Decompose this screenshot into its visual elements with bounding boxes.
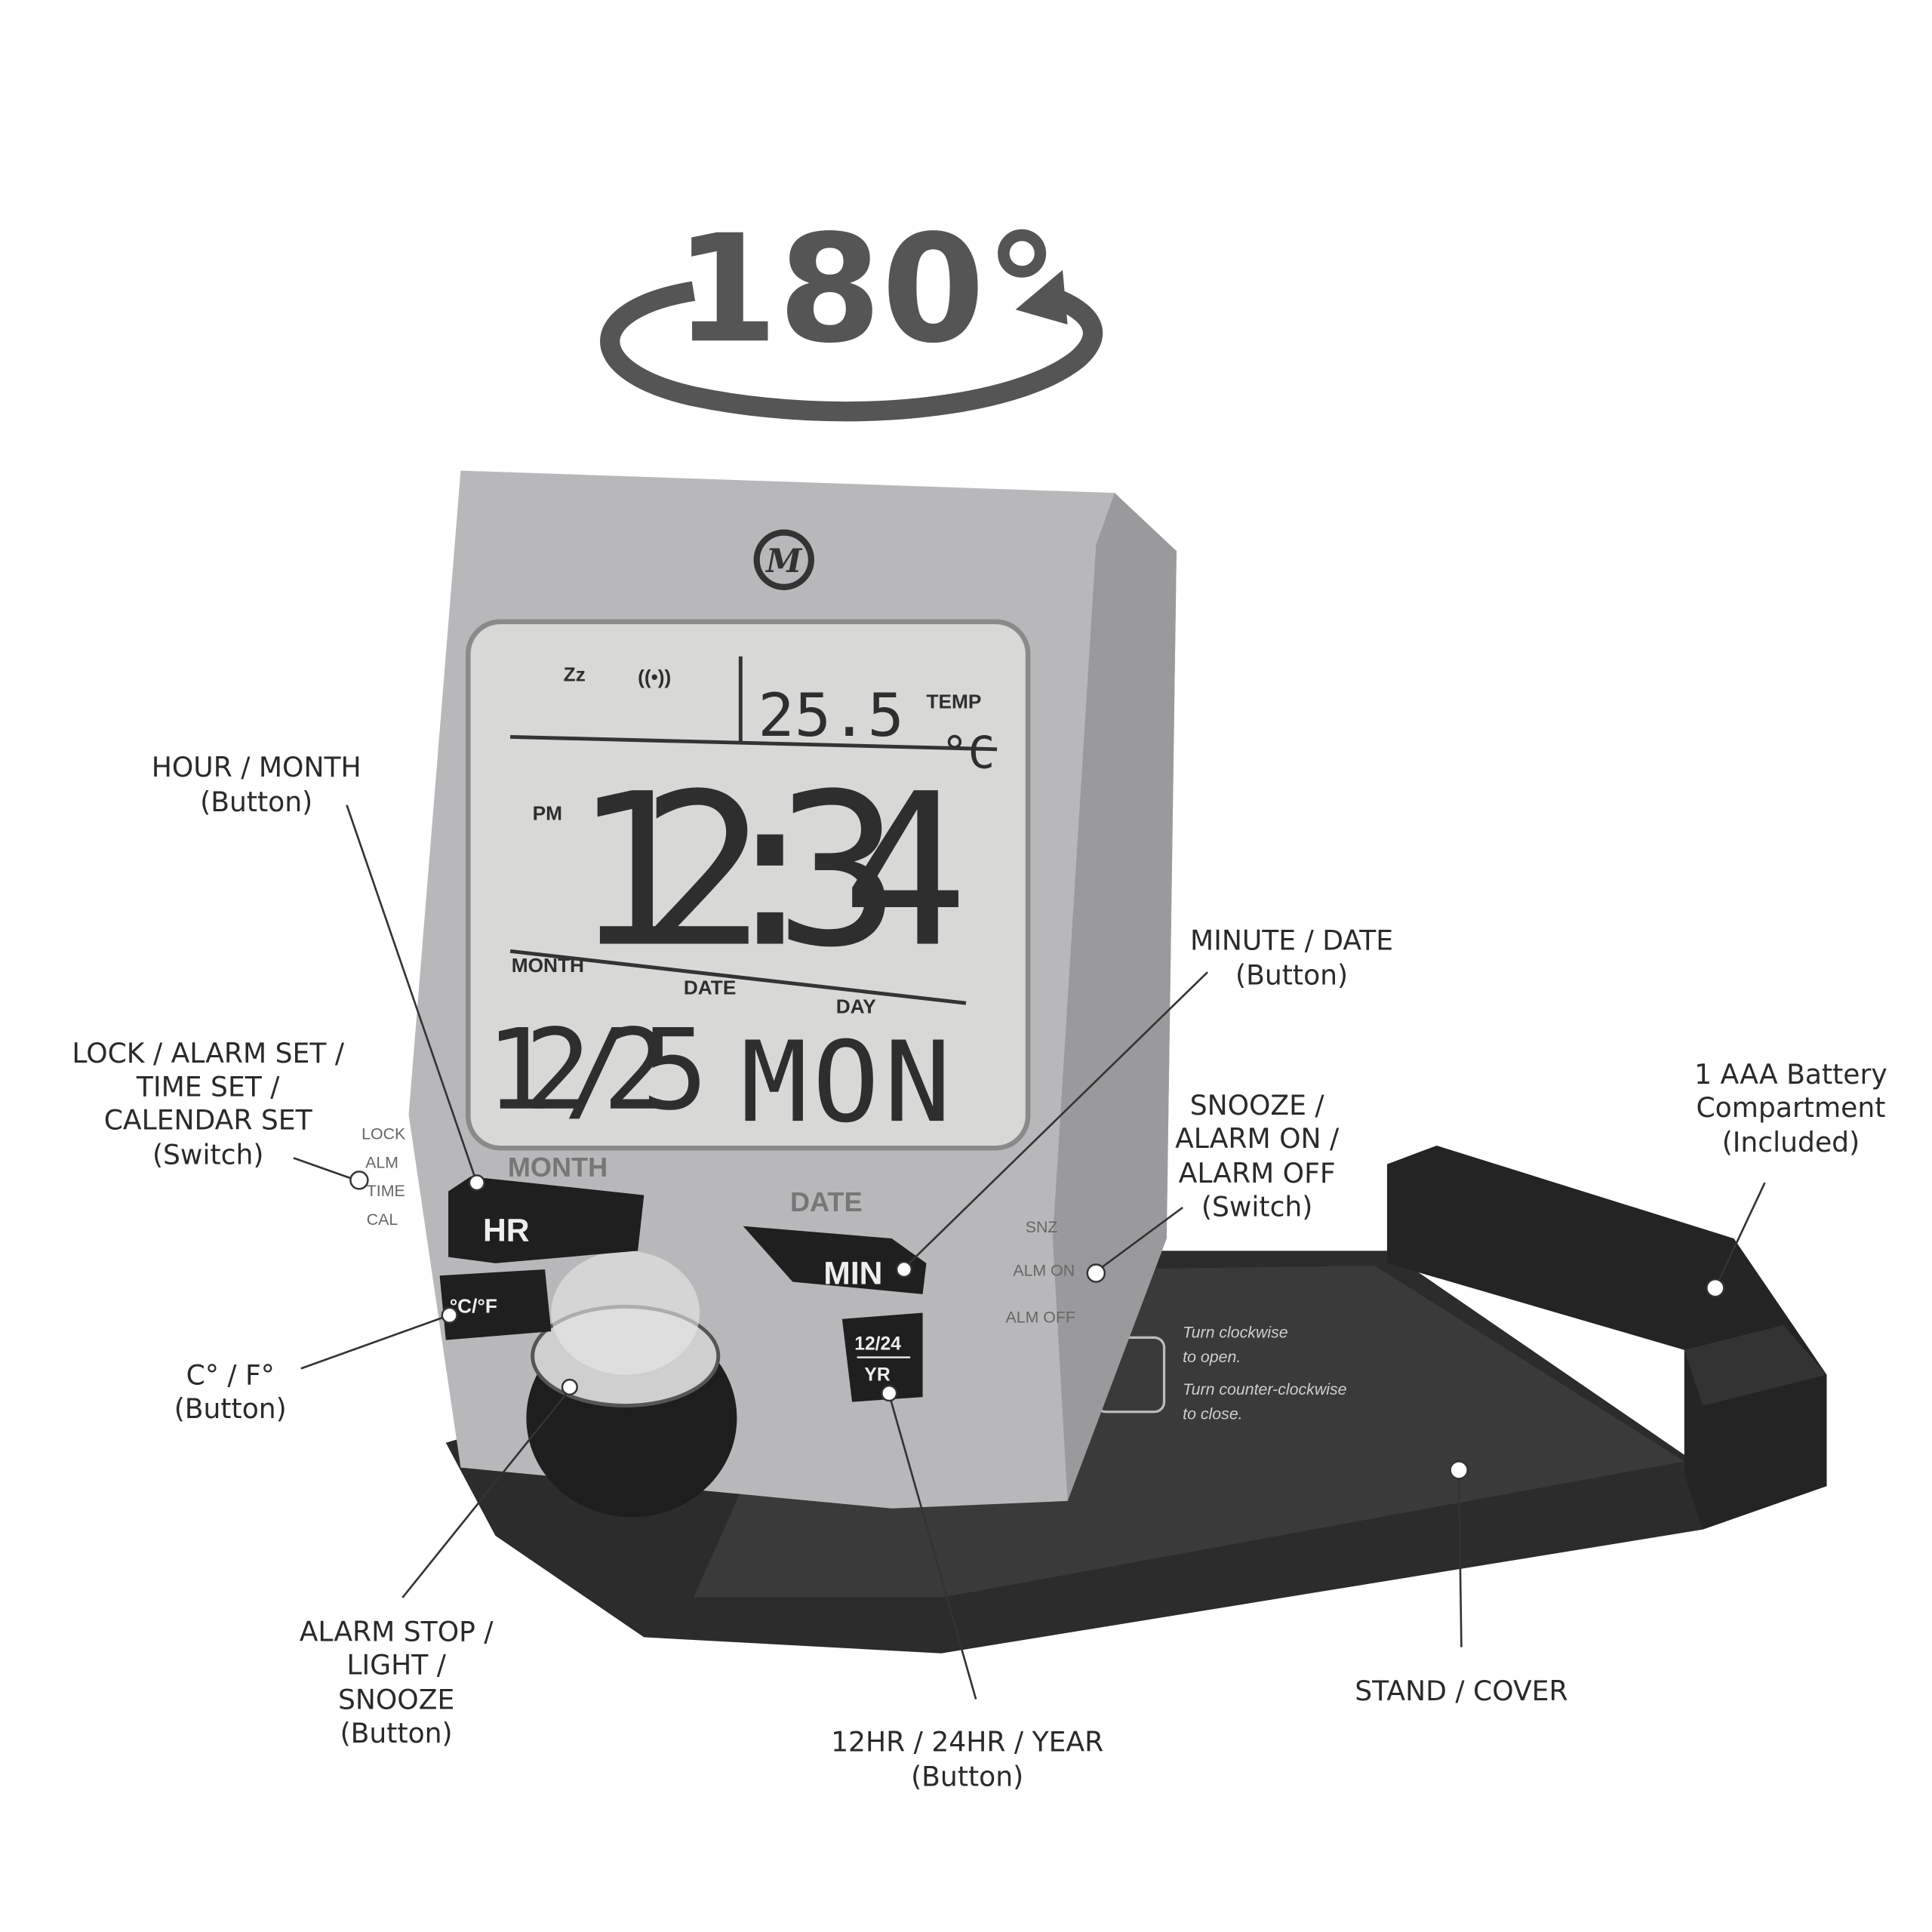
stand-instruction-line: Turn clockwise	[1183, 1323, 1288, 1341]
hr-button-label: HR	[483, 1212, 530, 1248]
yr-button-label-top: 12/24	[854, 1334, 901, 1355]
svg-text:(Switch): (Switch)	[1201, 1190, 1313, 1223]
body-month-print: MONTH	[508, 1152, 608, 1183]
temperature-value: 25.5	[758, 681, 904, 750]
stand-instructions: Turn clockwise to open. Turn counter-clo…	[1183, 1323, 1346, 1423]
switch-alm-print: ALM	[365, 1153, 398, 1171]
rotation-badge: 180°	[600, 203, 1103, 422]
body-date-print: DATE	[790, 1186, 863, 1217]
temperature-unit: °C	[941, 726, 995, 778]
svg-text:(Button): (Button)	[174, 1392, 287, 1425]
month-label: MONTH	[512, 954, 584, 977]
callout-lock-switch: LOCK / ALARM SET / TIME SET / CALENDAR S…	[72, 1037, 344, 1171]
svg-text:Compartment: Compartment	[1696, 1091, 1885, 1124]
brand-logo	[753, 529, 814, 590]
rotation-arc-icon	[600, 281, 1103, 422]
switch-time-print: TIME	[367, 1182, 405, 1200]
svg-text:LIGHT /: LIGHT /	[346, 1649, 446, 1681]
date-label: DATE	[684, 977, 737, 999]
svg-text:STAND / COVER: STAND / COVER	[1355, 1675, 1567, 1707]
time-display: 12:34	[572, 748, 968, 993]
callout-alarm-stop: ALARM STOP / LIGHT / SNOOZE (Button)	[300, 1615, 494, 1749]
battery-compartment	[1386, 1145, 1827, 1530]
callout-battery: 1 AAA Battery Compartment (Included)	[1694, 1058, 1887, 1158]
hr-year-button[interactable]: 12/24 YR	[841, 1312, 923, 1402]
switch-lock-print: LOCK	[361, 1125, 405, 1143]
svg-text:1 AAA Battery: 1 AAA Battery	[1694, 1058, 1887, 1091]
svg-text:SNOOZE: SNOOZE	[338, 1684, 454, 1716]
svg-text:(Button): (Button)	[1235, 959, 1348, 992]
svg-text:(Button): (Button)	[200, 786, 312, 818]
temp-label: TEMP	[926, 691, 981, 713]
callout-cf-button: C° / F° (Button)	[174, 1359, 287, 1425]
svg-text:(Button): (Button)	[340, 1717, 453, 1749]
callout-minute-date: MINUTE / DATE (Button)	[1190, 924, 1393, 992]
switch-alm-off-print: ALM OFF	[1006, 1309, 1075, 1327]
svg-text:MINUTE / DATE: MINUTE / DATE	[1190, 924, 1393, 957]
svg-text:LOCK / ALARM SET /: LOCK / ALARM SET /	[72, 1037, 344, 1069]
svg-text:HOUR / MONTH: HOUR / MONTH	[152, 751, 361, 783]
lcd-screen	[466, 619, 1031, 1151]
callout-snooze-switch: SNOOZE / ALARM ON / ALARM OFF (Switch)	[1175, 1089, 1340, 1223]
stand-instruction-line: to open.	[1183, 1348, 1241, 1366]
callout-hour-month: HOUR / MONTH (Button)	[152, 751, 361, 818]
svg-text:ALARM ON /: ALARM ON /	[1175, 1122, 1340, 1155]
cf-button[interactable]: °C/°F	[439, 1269, 552, 1340]
svg-text:ALARM STOP /: ALARM STOP /	[300, 1615, 494, 1647]
svg-text:CALENDAR SET: CALENDAR SET	[104, 1104, 313, 1137]
svg-text:(Button): (Button)	[911, 1760, 1023, 1792]
hr-button[interactable]: HR	[448, 1176, 645, 1263]
snooze-indicator: Zz	[564, 663, 586, 686]
switch-cal-print: CAL	[367, 1211, 398, 1229]
svg-text:SNOOZE /: SNOOZE /	[1190, 1089, 1325, 1121]
yr-button-label-bottom: YR	[864, 1365, 890, 1386]
ampm-indicator: PM	[533, 801, 562, 824]
min-button-label: MIN	[823, 1256, 882, 1292]
stand-instruction-line: Turn counter-clockwise	[1183, 1380, 1346, 1398]
day-label: DAY	[836, 995, 877, 1017]
day-display: MON	[740, 1017, 951, 1147]
callout-hr-year: 12HR / 24HR / YEAR (Button)	[831, 1725, 1103, 1792]
brand-logo-text: M	[764, 543, 803, 580]
alarm-bell-icon: ((•))	[638, 666, 671, 688]
svg-text:12HR / 24HR / YEAR: 12HR / 24HR / YEAR	[831, 1725, 1103, 1758]
min-button[interactable]: MIN	[743, 1226, 927, 1294]
arrow-icon	[1015, 269, 1068, 325]
svg-text:(Switch): (Switch)	[152, 1139, 264, 1171]
clock-body: M Zz ((•)) TEMP 25.5 °C PM 12:34 MONTH D…	[361, 470, 1177, 1518]
stand-instruction-line: to close.	[1183, 1405, 1242, 1423]
leader-lines	[293, 804, 1766, 1700]
rotation-label: 180°	[675, 203, 1059, 376]
svg-text:(Included): (Included)	[1722, 1126, 1860, 1158]
switch-snz-print: SNZ	[1026, 1218, 1058, 1236]
svg-text:ALARM OFF: ALARM OFF	[1179, 1157, 1336, 1189]
switch-alm-on-print: ALM ON	[1013, 1261, 1075, 1279]
callout-stand: STAND / COVER	[1355, 1675, 1567, 1707]
svg-text:C° / F°: C° / F°	[186, 1359, 275, 1392]
svg-text:TIME SET /: TIME SET /	[136, 1070, 280, 1103]
date-display: 12/25	[485, 1005, 708, 1135]
